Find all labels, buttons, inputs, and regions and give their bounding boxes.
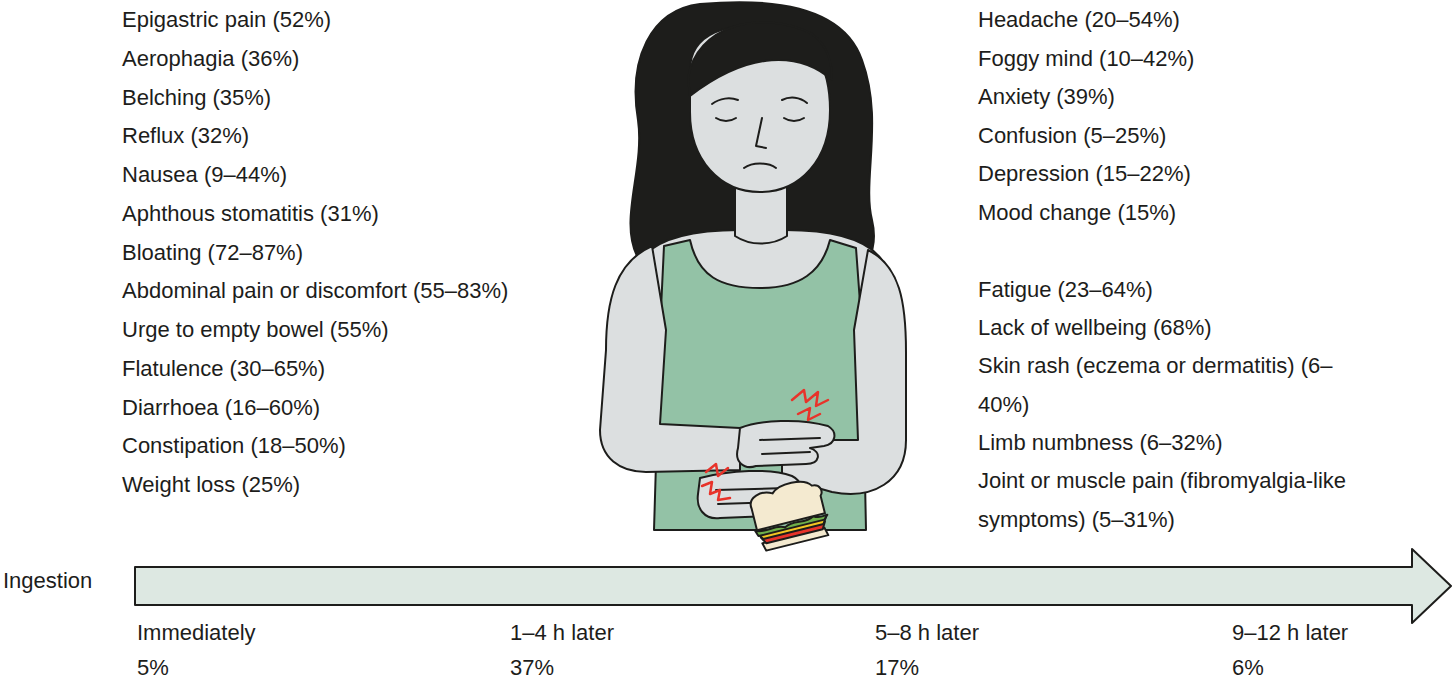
brow [712,98,738,104]
time-point: 1–4 h later [510,619,614,647]
extraintestinal-symptom: Mood change (15%) [978,194,1176,233]
fringe [688,22,832,96]
time-percent: 37% [510,654,554,682]
mouth [744,164,776,169]
time-point: 9–12 h later [1232,619,1348,647]
gut-symptom: Aerophagia (36%) [122,40,299,79]
nose [756,118,766,148]
time-point: 5–8 h later [875,619,979,647]
extraintestinal-symptom: Fatigue (23–64%) [978,271,1153,310]
hand [737,421,834,467]
left-arm [600,246,740,472]
timeline-arrow [135,549,1451,623]
extraintestinal-symptom: Headache (20–54%) [978,1,1180,40]
extraintestinal-symptom: Lack of wellbeing (68%) [978,309,1212,348]
extraintestinal-symptom: Limb numbness (6–32%) [978,424,1223,463]
time-percent: 17% [875,654,919,682]
brow [782,98,807,103]
gut-symptom: Epigastric pain (52%) [122,1,331,40]
time-point: Immediately [137,619,256,647]
pain-mark [792,390,828,420]
sandwich [746,476,832,552]
extraintestinal-symptom: Joint or muscle pain (fibromyalgia-like … [978,462,1378,539]
extraintestinal-symptom: Confusion (5–25%) [978,117,1166,156]
gut-symptom: Reflux (32%) [122,117,249,156]
eye [784,118,804,121]
gut-symptom: Abdominal pain or discomfort (55–83%) [122,272,508,311]
gut-symptom: Aphthous stomatitis (31%) [122,195,379,234]
time-percent: 6% [1232,654,1264,682]
gut-symptom: Belching (35%) [122,79,271,118]
extraintestinal-symptom: Foggy mind (10–42%) [978,40,1194,79]
extraintestinal-symptom: Depression (15–22%) [978,155,1191,194]
gut-symptom: Urge to empty bowel (55%) [122,311,389,350]
timeline-start: Ingestion [3,567,92,595]
gut-symptom: Flatulence (30–65%) [122,350,325,389]
gut-symptom: Bloating (72–87%) [122,234,303,273]
gut-symptom: Weight loss (25%) [122,466,300,505]
gut-symptom: Diarrhoea (16–60%) [122,389,320,428]
gut-symptom: Nausea (9–44%) [122,156,287,195]
time-percent: 5% [137,654,169,682]
gut-symptom: Constipation (18–50%) [122,427,346,466]
extraintestinal-symptom: Anxiety (39%) [978,78,1115,117]
pain-mark [702,464,730,500]
eye [716,118,736,121]
finger-line [760,438,820,454]
extraintestinal-symptom: Skin rash (eczema or dermatitis) (6–40%) [978,347,1378,424]
